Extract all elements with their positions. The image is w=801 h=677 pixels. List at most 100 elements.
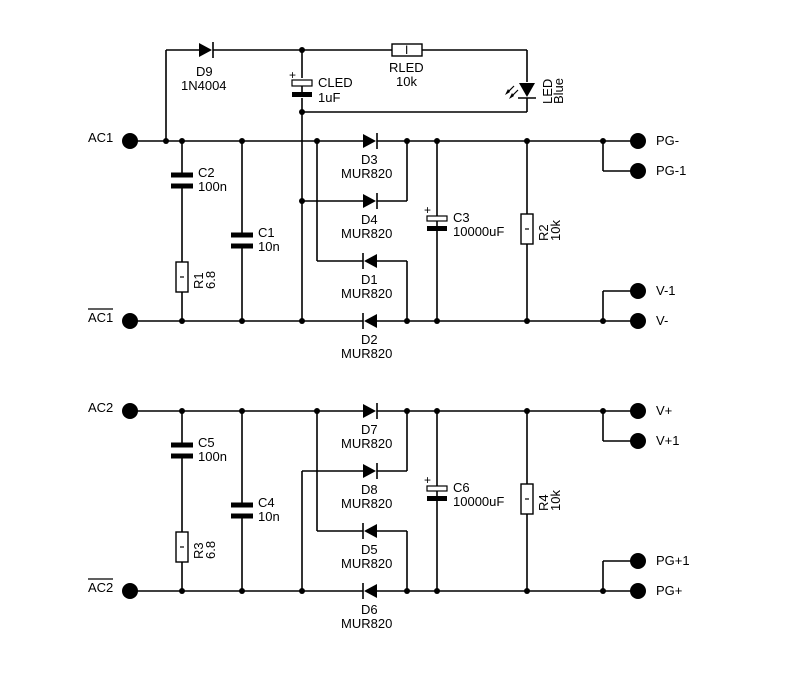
resistor-r4-ref: R4	[536, 494, 551, 511]
junction-dot	[179, 138, 185, 144]
junction-dot	[179, 408, 185, 414]
capacitor-c6-ref: C6	[453, 480, 470, 495]
junction-dot	[299, 318, 305, 324]
resistor-r2-value: 10k	[548, 220, 563, 241]
terminal-v-minus1-label: V-1	[656, 283, 676, 298]
resistor-rled-value: 10k	[396, 74, 417, 89]
resistor-rled: I RLED 10k	[389, 43, 424, 89]
terminal-pg-minus1-pad	[630, 163, 646, 179]
diode-d6-ref: D6	[361, 602, 378, 617]
capacitor-c5-value: 100n	[198, 449, 227, 464]
diode-d9-value: 1N4004	[181, 78, 227, 93]
capacitor-c1-value: 10n	[258, 239, 280, 254]
capacitor-c4: C4 10n	[231, 495, 280, 524]
capacitor-c1: C1 10n	[231, 225, 280, 254]
diode-d2-ref: D2	[361, 332, 378, 347]
capacitor-c3-polarity: +	[424, 203, 431, 217]
terminal-labels: AC1 AC1 AC2 AC2 PG- PG-1 V-1 V- V+ V+1 P…	[88, 130, 690, 598]
diode-d3: D3 MUR820	[341, 133, 392, 181]
terminal-ac1-bar-pad	[122, 313, 138, 329]
junction-dot	[434, 318, 440, 324]
junction-dots	[163, 47, 606, 594]
terminal-pg-plus1-label: PG+1	[656, 553, 690, 568]
capacitor-c3-ref: C3	[453, 210, 470, 225]
diode-d3-value: MUR820	[341, 166, 392, 181]
resistor-r1-ref: R1	[191, 272, 206, 289]
resistor-r1: R1 6.8	[175, 261, 218, 293]
junction-dot	[314, 408, 320, 414]
terminal-v-plus-label: V+	[656, 403, 672, 418]
capacitor-cled-value: 1uF	[318, 90, 340, 105]
diode-d2: D2 MUR820	[341, 313, 392, 361]
junction-dot	[404, 138, 410, 144]
junction-dot	[299, 198, 305, 204]
diode-d5: D5 MUR820	[341, 523, 392, 571]
terminal-pg-minus-label: PG-	[656, 133, 679, 148]
diode-d4-ref: D4	[361, 212, 378, 227]
junction-dot	[600, 318, 606, 324]
capacitor-c4-value: 10n	[258, 509, 280, 524]
junction-dot	[239, 588, 245, 594]
diode-d7-value: MUR820	[341, 436, 392, 451]
resistor-r3-ref: R3	[191, 542, 206, 559]
diode-d7: D7 MUR820	[341, 403, 392, 451]
junction-dot	[163, 138, 169, 144]
diode-d6: D6 MUR820	[341, 583, 392, 631]
diode-d8-value: MUR820	[341, 496, 392, 511]
junction-dot	[600, 588, 606, 594]
led-value: Blue	[551, 78, 566, 104]
resistor-r3-value: 6.8	[203, 541, 218, 559]
terminal-pg-plus-pad	[630, 583, 646, 599]
terminal-ac2-bar-pad	[122, 583, 138, 599]
junction-dot	[239, 408, 245, 414]
capacitor-c6-polarity: +	[424, 473, 431, 487]
junction-dot	[600, 408, 606, 414]
diode-d9: D9 1N4004	[181, 42, 227, 93]
resistor-rled-ref: RLED	[389, 60, 424, 75]
terminal-ac2-bar-label: AC2	[88, 580, 113, 595]
led-indicator: LED Blue	[505, 78, 566, 104]
diode-d5-ref: D5	[361, 542, 378, 557]
junction-dot	[404, 588, 410, 594]
terminal-ac2-label: AC2	[88, 400, 113, 415]
terminal-ac1-bar-label: AC1	[88, 310, 113, 325]
capacitor-c3-value: 10000uF	[453, 224, 504, 239]
terminal-v-plus-pad	[630, 403, 646, 419]
led-ref: LED	[540, 79, 555, 104]
resistor-r1-value: 6.8	[203, 271, 218, 289]
resistor-rled-mark: I	[405, 43, 408, 57]
terminal-v-minus-pad	[630, 313, 646, 329]
terminal-ac2-pad	[122, 403, 138, 419]
junction-dot	[299, 588, 305, 594]
capacitor-c4-ref: C4	[258, 495, 275, 510]
junction-dot	[404, 408, 410, 414]
diode-d1-ref: D1	[361, 272, 378, 287]
diode-d7-ref: D7	[361, 422, 378, 437]
capacitor-c2-ref: C2	[198, 165, 215, 180]
capacitor-c1-ref: C1	[258, 225, 275, 240]
capacitor-cled: + CLED 1uF	[289, 68, 353, 105]
junction-dot	[179, 588, 185, 594]
diode-d4-value: MUR820	[341, 226, 392, 241]
capacitor-c6-value: 10000uF	[453, 494, 504, 509]
terminal-pg-plus-label: PG+	[656, 583, 682, 598]
junction-dot	[524, 318, 530, 324]
terminal-v-plus1-pad	[630, 433, 646, 449]
capacitor-cled-ref: CLED	[318, 75, 353, 90]
diode-d1: D1 MUR820	[341, 253, 392, 301]
diode-d3-ref: D3	[361, 152, 378, 167]
terminal-ac1-pad	[122, 133, 138, 149]
terminal-v-plus1-label: V+1	[656, 433, 680, 448]
top-section-wires	[130, 49, 638, 322]
terminal-pads	[122, 133, 646, 599]
terminal-v-minus1-pad	[630, 283, 646, 299]
junction-dot	[299, 47, 305, 53]
junction-dot	[434, 138, 440, 144]
terminal-pg-minus-pad	[630, 133, 646, 149]
capacitor-c2: C2 100n	[171, 165, 227, 194]
terminal-v-minus-label: V-	[656, 313, 668, 328]
junction-dot	[239, 138, 245, 144]
resistor-r2: R2 10k	[520, 213, 563, 245]
junction-dot	[179, 318, 185, 324]
